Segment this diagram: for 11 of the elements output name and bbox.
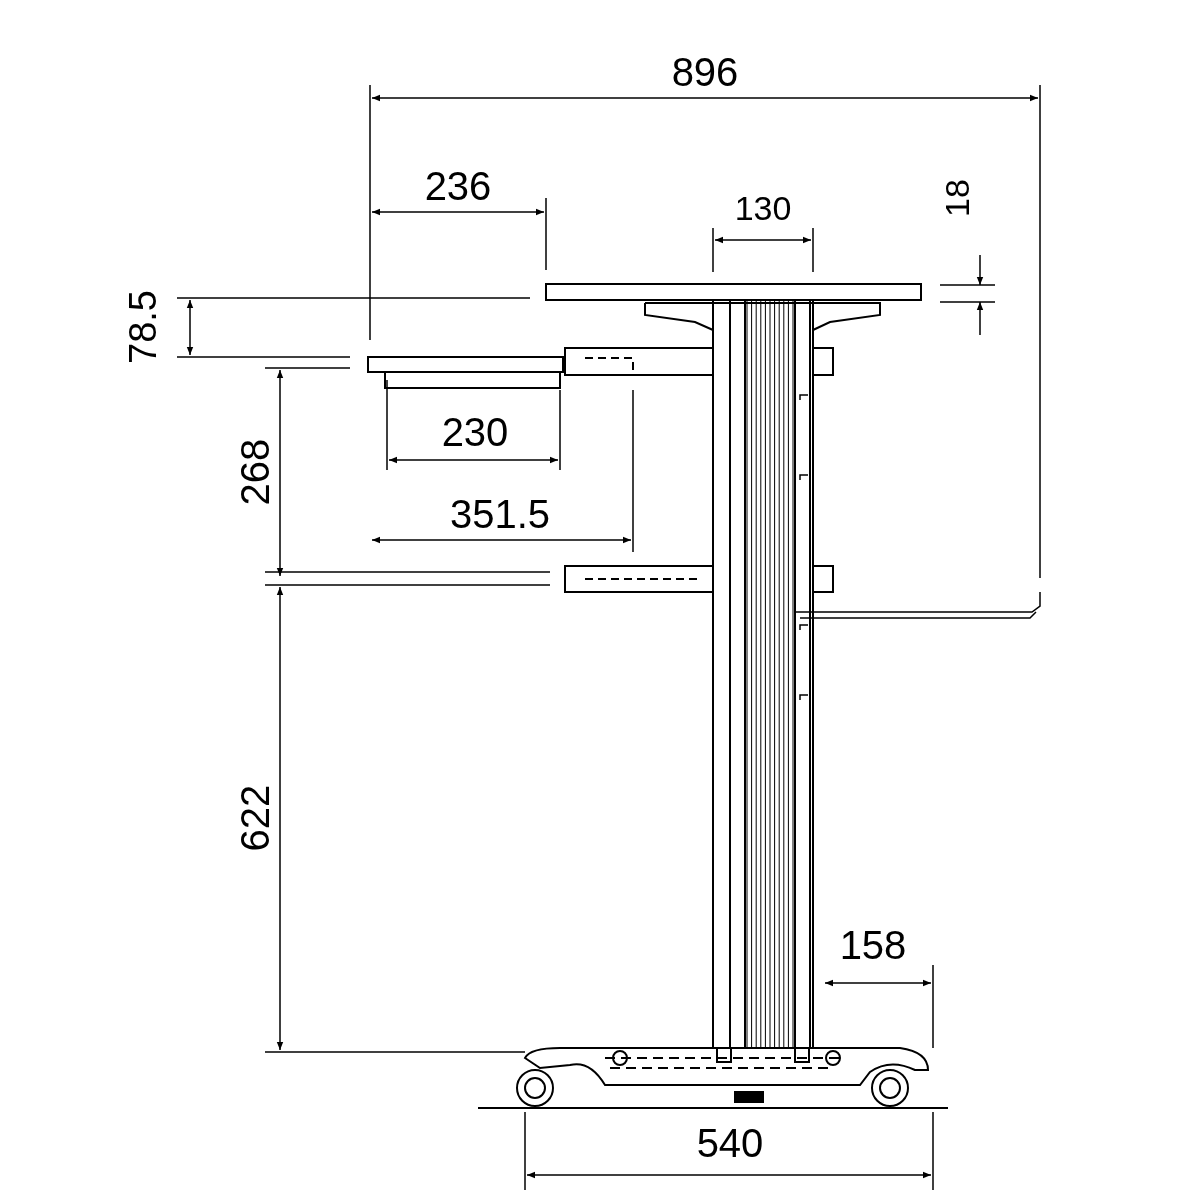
dimension-label: 268 <box>235 438 275 506</box>
dimension-label: 158 <box>839 925 907 965</box>
dimension-label: 622 <box>235 784 275 852</box>
dimension-label: 78.5 <box>124 290 162 364</box>
dimension-label: 540 <box>696 1123 764 1163</box>
dimension-label: 236 <box>424 166 492 206</box>
dimension-label: 351.5 <box>449 494 551 534</box>
dimension-label: 18 <box>940 179 974 217</box>
dimension-label: 230 <box>441 412 509 452</box>
dimension-label: 896 <box>671 52 739 92</box>
dimension-label: 130 <box>734 191 792 225</box>
